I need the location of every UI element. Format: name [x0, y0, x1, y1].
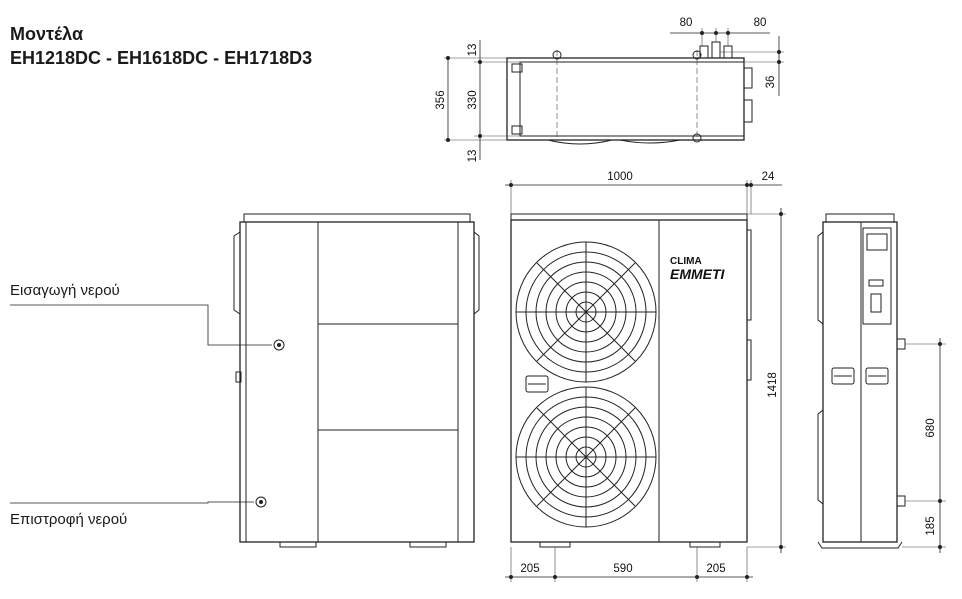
- title-line-2: EH1218DC - EH1618DC - EH1718D3: [10, 48, 313, 68]
- water-return-connection-icon: [255, 496, 267, 508]
- right-side-view: 680 185: [817, 213, 946, 553]
- front-handle: [525, 375, 549, 393]
- dim-top-a: 80: [680, 17, 693, 29]
- dim-depth-offset-bottom: 13: [467, 150, 479, 163]
- electrical-panel: [862, 227, 892, 325]
- top-view: 356 330 13 13 80 80 36: [435, 17, 784, 162]
- brand-logo-line-2: EMMETI: [670, 266, 726, 282]
- brand-logo-line-1: CLIMA: [670, 256, 702, 267]
- water-return-label: Επιστροφή νερού: [10, 511, 128, 528]
- dim-depth-total: 356: [435, 90, 447, 109]
- dim-bottom-right: 205: [706, 563, 725, 575]
- dim-top-b: 80: [754, 17, 767, 29]
- front-view: CLIMA EMMETI 1000 24 1418 205 590 205: [505, 171, 786, 582]
- top-view-body: [506, 57, 745, 141]
- left-view-body: [239, 221, 475, 543]
- title-line-1: Μοντέλα: [10, 24, 84, 44]
- fan-lower: [515, 386, 657, 528]
- dim-width-extra: 24: [762, 171, 775, 183]
- dim-height: 1418: [767, 372, 779, 398]
- water-inlet-connection-icon: [273, 339, 285, 351]
- dim-width: 1000: [607, 171, 633, 183]
- inlet-leader-line: [10, 304, 272, 346]
- dim-top-side: 36: [765, 76, 777, 89]
- dim-bottom-mid: 590: [613, 563, 632, 575]
- return-leader-line: [10, 501, 254, 504]
- dim-connection-base: 185: [925, 516, 937, 535]
- inlet-pipe-stub: [896, 338, 906, 350]
- dim-depth-inner: 330: [467, 90, 479, 109]
- right-view-body: [822, 221, 898, 543]
- title-block: Μοντέλα EH1218DC - EH1618DC - EH1718D3: [10, 22, 312, 70]
- dim-bottom-left: 205: [520, 563, 539, 575]
- water-inlet-label: Εισαγωγή νερού: [10, 282, 120, 299]
- left-side-view: [10, 213, 480, 548]
- dim-depth-offset-top: 13: [467, 44, 479, 57]
- return-pipe-stub: [896, 495, 906, 507]
- fan-upper: [515, 241, 657, 383]
- dim-connection-spacing: 680: [925, 418, 937, 437]
